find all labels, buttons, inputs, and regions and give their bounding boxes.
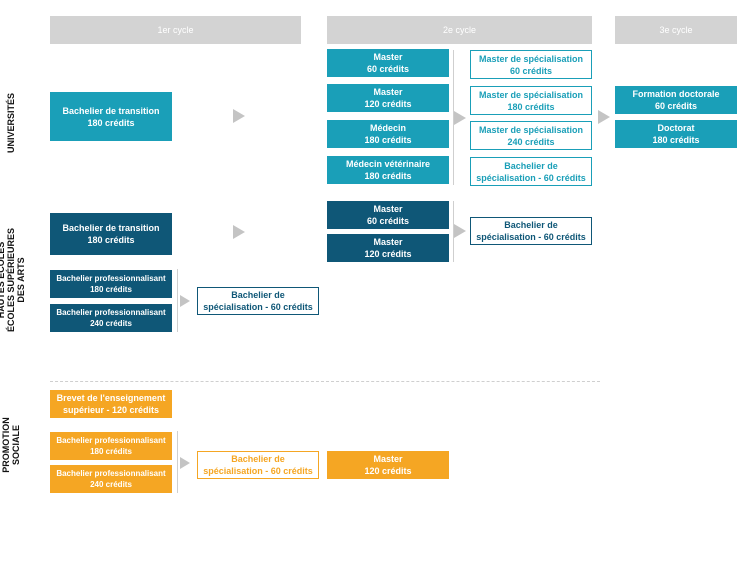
he-arrow-1: [233, 225, 245, 239]
section-separator: [50, 381, 600, 382]
section-promotion-sociale-label: PROMOTION SOCIALE: [1, 417, 21, 473]
he-master-60: Master 60 crédits: [327, 201, 449, 229]
header-3e-cycle: 3e cycle: [615, 16, 737, 44]
univ-medecin-veterinaire: Médecin vétérinaire 180 crédits: [327, 156, 449, 184]
univ-master-120: Master 120 crédits: [327, 84, 449, 112]
ps-master-120: Master 120 crédits: [327, 451, 449, 479]
univ-divider-2e: [453, 50, 454, 185]
header-1er-cycle: 1er cycle: [50, 16, 301, 44]
univ-bachelier-spec: Bachelier de spécialisation - 60 crédits: [470, 157, 592, 186]
univ-arrow-1: [233, 109, 245, 123]
univ-master-spec-60: Master de spécialisation 60 crédits: [470, 50, 592, 79]
univ-bachelier-transition: Bachelier de transition 180 crédits: [50, 92, 172, 141]
univ-medecin: Médecin 180 crédits: [327, 120, 449, 148]
ps-brevet: Brevet de l'enseignement supérieur - 120…: [50, 390, 172, 418]
ps-divider-1er: [177, 431, 178, 493]
univ-master-60: Master 60 crédits: [327, 49, 449, 77]
he-arrow-3: [180, 295, 190, 307]
ps-bachelier-spec: Bachelier de spécialisation - 60 crédits: [197, 451, 319, 479]
he-divider-2e: [453, 201, 454, 262]
ps-arrow: [180, 457, 190, 469]
he-bachelier-pro-180: Bachelier professionnalisant 180 crédits: [50, 270, 172, 298]
section-hautes-ecoles-label: HAUTES ÉCOLES ÉCOLES SUPÉRIEURES DES ART…: [0, 227, 26, 333]
univ-formation-doctorale: Formation doctorale 60 crédits: [615, 86, 737, 114]
univ-doctorat: Doctorat 180 crédits: [615, 120, 737, 148]
univ-master-spec-180: Master de spécialisation 180 crédits: [470, 86, 592, 115]
header-2e-cycle: 2e cycle: [327, 16, 592, 44]
section-hautes-ecoles: HAUTES ÉCOLES ÉCOLES SUPÉRIEURES DES ART…: [0, 200, 26, 360]
he-divider-1er: [177, 269, 178, 332]
univ-master-spec-240: Master de spécialisation 240 crédits: [470, 121, 592, 150]
ps-bachelier-pro-240: Bachelier professionnalisant 240 crédits: [50, 465, 172, 493]
univ-arrow-2: [454, 111, 466, 125]
he-arrow-2: [454, 224, 466, 238]
he-bachelier-spec-1er: Bachelier de spécialisation - 60 crédits: [197, 287, 319, 315]
section-universites: UNIVERSITÉS: [3, 55, 19, 190]
ps-bachelier-pro-180: Bachelier professionnalisant 180 crédits: [50, 432, 172, 460]
univ-arrow-3: [598, 110, 610, 124]
he-bachelier-pro-240: Bachelier professionnalisant 240 crédits: [50, 304, 172, 332]
he-master-120: Master 120 crédits: [327, 234, 449, 262]
he-bachelier-transition: Bachelier de transition 180 crédits: [50, 213, 172, 255]
section-universites-label: UNIVERSITÉS: [6, 92, 16, 153]
he-bachelier-spec-2e: Bachelier de spécialisation - 60 crédits: [470, 217, 592, 245]
section-promotion-sociale: PROMOTION SOCIALE: [1, 390, 21, 500]
